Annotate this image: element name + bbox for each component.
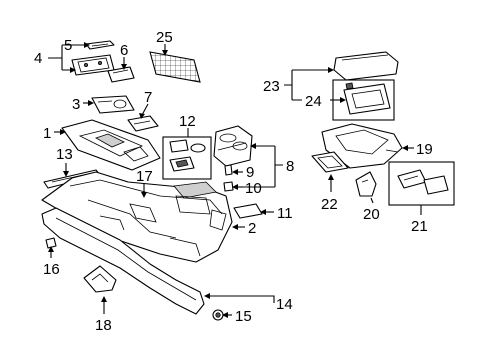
part-21-liners[interactable] xyxy=(397,169,449,195)
callout-1: 1 xyxy=(43,125,51,142)
callout-21: 21 xyxy=(411,218,428,235)
part-8-cupholder[interactable] xyxy=(213,125,253,167)
callout-11: 11 xyxy=(277,205,293,222)
part-5-lid[interactable] xyxy=(85,40,115,50)
part-6-bin[interactable] xyxy=(107,66,135,83)
part-25-grille[interactable] xyxy=(149,51,201,83)
part-3-bezel[interactable] xyxy=(91,95,135,114)
part-1-console-top[interactable] xyxy=(61,119,161,171)
part-23-armrest-lid[interactable] xyxy=(333,51,399,81)
part-14-side-panel[interactable] xyxy=(41,207,205,315)
part-22-tray[interactable] xyxy=(311,151,349,173)
callout-7: 7 xyxy=(144,89,152,106)
callout-16: 16 xyxy=(43,261,60,278)
callout-23: 23 xyxy=(263,78,280,95)
leader-lines xyxy=(48,42,422,318)
callout-20: 20 xyxy=(363,206,380,223)
callout-18: 18 xyxy=(95,317,112,334)
part-15-button[interactable] xyxy=(212,309,224,321)
part-10-clip[interactable] xyxy=(223,181,234,192)
callout-2: 2 xyxy=(248,220,256,237)
callout-13: 13 xyxy=(56,146,73,163)
callout-14: 14 xyxy=(276,296,293,313)
callout-4: 4 xyxy=(34,50,42,67)
callout-9: 9 xyxy=(246,164,254,181)
callout-24: 24 xyxy=(305,93,322,110)
part-18-bracket[interactable] xyxy=(83,265,117,293)
callout-15: 15 xyxy=(235,308,252,325)
callout-5: 5 xyxy=(64,37,72,54)
callout-22: 22 xyxy=(321,196,338,213)
callout-25: 25 xyxy=(156,29,173,46)
part-12-box xyxy=(162,136,212,180)
callout-3: 3 xyxy=(72,96,80,113)
part-9-pin[interactable] xyxy=(224,164,233,176)
part-12-components[interactable] xyxy=(169,139,206,172)
part-4-tray[interactable] xyxy=(71,54,115,76)
part-11-pad[interactable] xyxy=(233,203,263,219)
callout-6: 6 xyxy=(120,42,128,59)
part-2-console-body[interactable] xyxy=(41,171,233,263)
callout-10: 10 xyxy=(245,180,262,197)
part-24-lid-inner[interactable] xyxy=(343,82,391,115)
callout-12: 12 xyxy=(179,113,196,130)
part-7-panel[interactable] xyxy=(127,115,159,132)
callout-19: 19 xyxy=(416,141,433,158)
callout-numbers: 4 5 6 25 3 7 1 12 13 8 9 10 17 11 2 16 1… xyxy=(34,29,433,334)
callout-17: 17 xyxy=(136,168,153,185)
callout-8: 8 xyxy=(286,158,294,175)
part-20-bracket[interactable] xyxy=(355,171,377,197)
part-16-clip[interactable] xyxy=(45,237,57,249)
